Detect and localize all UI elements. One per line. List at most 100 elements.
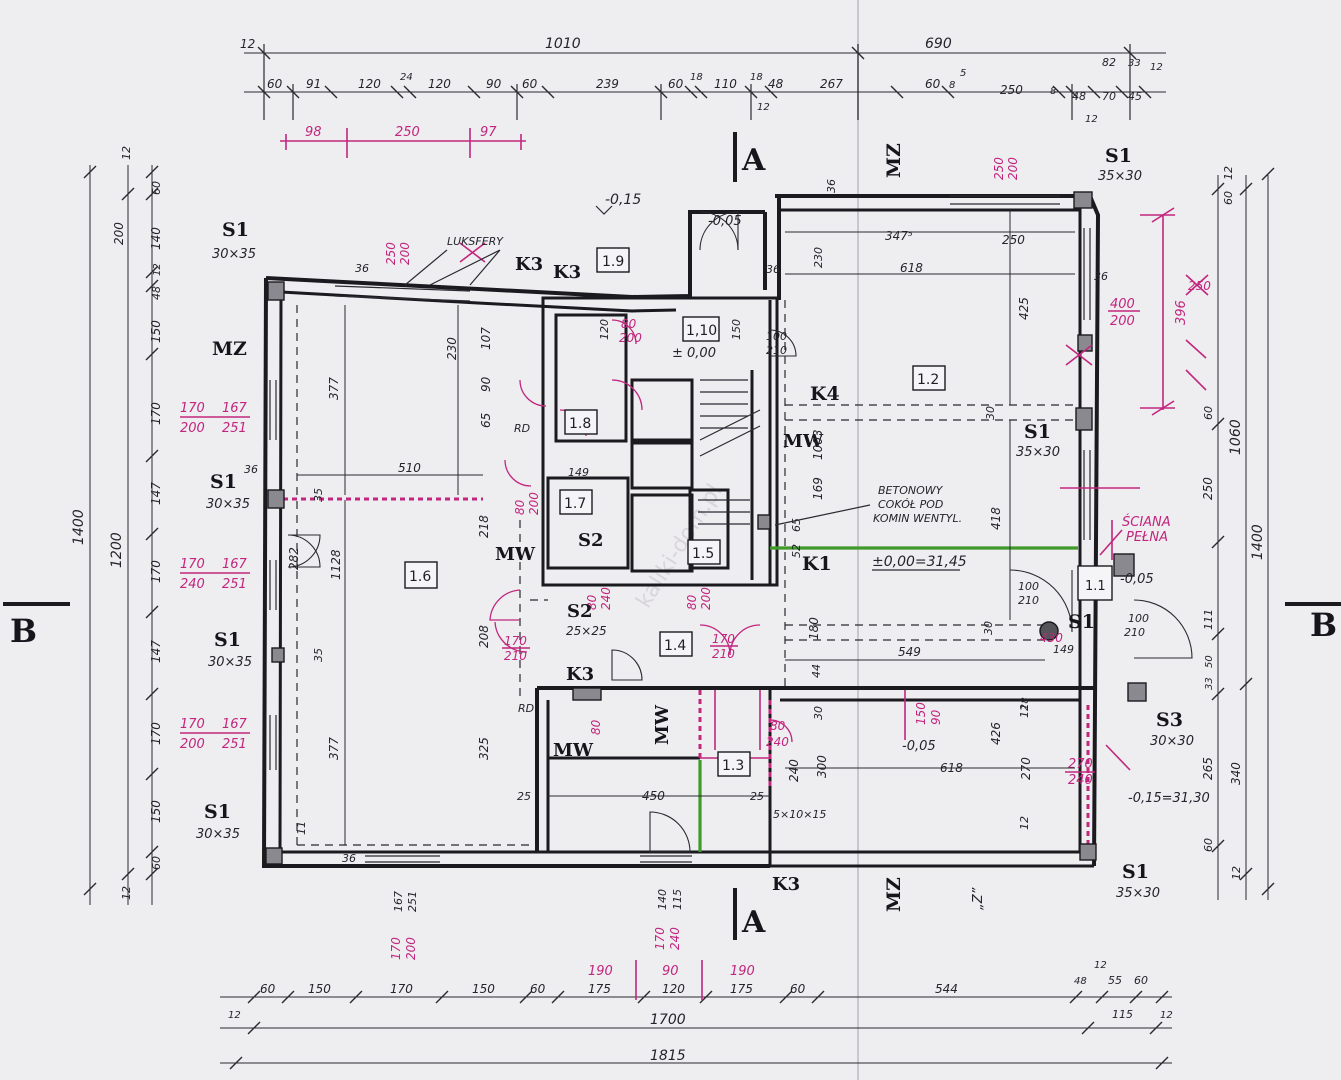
pink-dim-250: 250 [395, 125, 420, 140]
room-1-7: 1.7 [564, 496, 586, 512]
dim-right-1060: 1060 [1228, 419, 1244, 455]
top-dimensions: 1010 690 12 60 91 120 24 120 90 60 239 6… [240, 36, 1166, 125]
dim-int-377a: 377 [327, 377, 341, 400]
room-1-8: 1.8 [569, 416, 591, 432]
dim-left-200: 200 [112, 222, 126, 245]
dim-top-5: 120 [428, 77, 451, 91]
label-z: „Z” [971, 887, 986, 910]
pink-w3-b: 167 [222, 717, 248, 732]
dim-int-18: 18 [1020, 697, 1031, 710]
label-betonowy-1: BETONOWY [878, 484, 944, 497]
level-0-hall: ± 0,00 [672, 346, 716, 361]
dim-int-425: 425 [1017, 297, 1031, 320]
room-1-4: 1.4 [664, 638, 686, 654]
room-1-3: 1.3 [722, 758, 744, 774]
label-mz-w: MZ [212, 338, 247, 360]
dim-int-450: 450 [642, 789, 665, 803]
dim-int-218: 218 [477, 515, 491, 538]
dim-left-60: 60 [150, 181, 163, 195]
pink-r7-a: 170 [504, 634, 527, 648]
dim-top-7: 60 [522, 77, 538, 91]
dim-int-36b: 36 [1094, 270, 1108, 283]
section-b-right: B [1310, 606, 1337, 644]
pink-r3-b: 200 [1006, 157, 1020, 180]
dim-int-618b: 618 [940, 761, 963, 775]
dim-int-230b: 230 [812, 247, 825, 268]
label-s1-nw-size: 30×35 [212, 247, 256, 262]
label-mz-n: MZ [883, 143, 905, 178]
label-rd-b: RD [518, 702, 534, 715]
dim-left-147a: 147 [149, 482, 163, 505]
dim-left-12c: 12 [120, 886, 133, 900]
pink-r6-a: 80 [621, 317, 637, 331]
dim-int-377b: 377 [327, 737, 341, 760]
dim-bottom-1700: 1700 [650, 1012, 686, 1028]
label-mw-b: MW [495, 544, 536, 565]
dim-top-19: 8 [1050, 86, 1056, 97]
label-k3-c: K3 [566, 664, 594, 685]
label-s1-entrance: S1 [1068, 611, 1095, 633]
dim-top-total: 1010 [545, 36, 581, 52]
label-s1-sw: S1 [204, 801, 231, 823]
room-1-9: 1.9 [602, 254, 624, 270]
pink-w2-a: 170 [180, 557, 205, 572]
dim-bottom-12b: 12 [1160, 1010, 1173, 1021]
dim-int-11a: 11 [295, 821, 308, 835]
pink-r8-j: 200 [527, 492, 541, 515]
label-s1-sw-size: 30×35 [196, 827, 240, 842]
dim-bottom-115: 115 [1112, 1008, 1133, 1021]
dim-top-20: 48 [1072, 90, 1086, 103]
dim-int-12b: 12 [1018, 704, 1031, 718]
level-m015-top: -0,15 [605, 192, 641, 208]
pink-r5-b: 240 [1068, 773, 1093, 788]
dim-bottom-544: 544 [935, 982, 958, 996]
pink-r8-b: 240 [599, 587, 613, 610]
label-k3-b: K3 [553, 262, 581, 283]
dim-top-17: 5 [960, 68, 966, 79]
left-dimensions: 12 60 200 140 12 48 150 170 147 170 147 … [71, 146, 163, 905]
dim-top-16: 8 [949, 80, 955, 91]
dim-bottom-60c: 60 [790, 982, 806, 996]
dim-int-120: 120 [598, 319, 611, 340]
dim-left-170b: 170 [149, 560, 163, 583]
dim-int-107: 107 [479, 327, 493, 350]
dim-top-9: 60 [668, 77, 684, 91]
pink-r8-d: 200 [699, 587, 713, 610]
label-s2-a: S2 [578, 530, 604, 551]
pink-b3-a: 190 [588, 964, 613, 979]
label-s3: S3 [1156, 709, 1183, 731]
pink-w3-c: 200 [180, 737, 205, 752]
pink-w2-b: 167 [222, 557, 248, 572]
label-s1-w2-size: 30×35 [208, 655, 252, 670]
dim-int-240: 240 [787, 759, 801, 782]
column-s1-e [1075, 407, 1093, 431]
pink-r4-a: 150 [914, 702, 928, 725]
dim-int-36c: 36 [244, 463, 258, 476]
dim-int-549: 549 [898, 645, 921, 659]
dim-int-30c: 30 [984, 406, 997, 420]
pink-b2-a: 170 [653, 927, 667, 950]
dim-top-14: 267 [820, 77, 843, 91]
dim-int-149b: 149 [1053, 643, 1074, 656]
dim-int-30a: 30 [812, 706, 825, 720]
room-1-10: 1,10 [686, 323, 717, 339]
dim-int-36a: 36 [355, 262, 369, 275]
dim-int-282: 282 [287, 547, 301, 570]
windows [269, 195, 1091, 863]
dim-right-12: 12 [1222, 166, 1235, 180]
section-markers: A A B B [3, 132, 1341, 940]
column-s1-w [267, 489, 285, 509]
label-k3-a: K3 [515, 254, 543, 275]
dim-top-15: 60 [925, 77, 941, 91]
pink-r8-a: 80 [585, 594, 599, 610]
pink-r8-e: 170 [712, 632, 735, 646]
label-s1-se-size: 35×30 [1116, 886, 1160, 901]
dim-right-60c: 60 [1202, 838, 1215, 852]
dim-top-11: 110 [714, 77, 737, 91]
dim-int-90: 90 [479, 376, 493, 392]
label-c10x15: 5×10×15 [773, 808, 826, 821]
pink-b1-a: 170 [389, 937, 403, 960]
dim-int-169: 169 [811, 477, 825, 500]
